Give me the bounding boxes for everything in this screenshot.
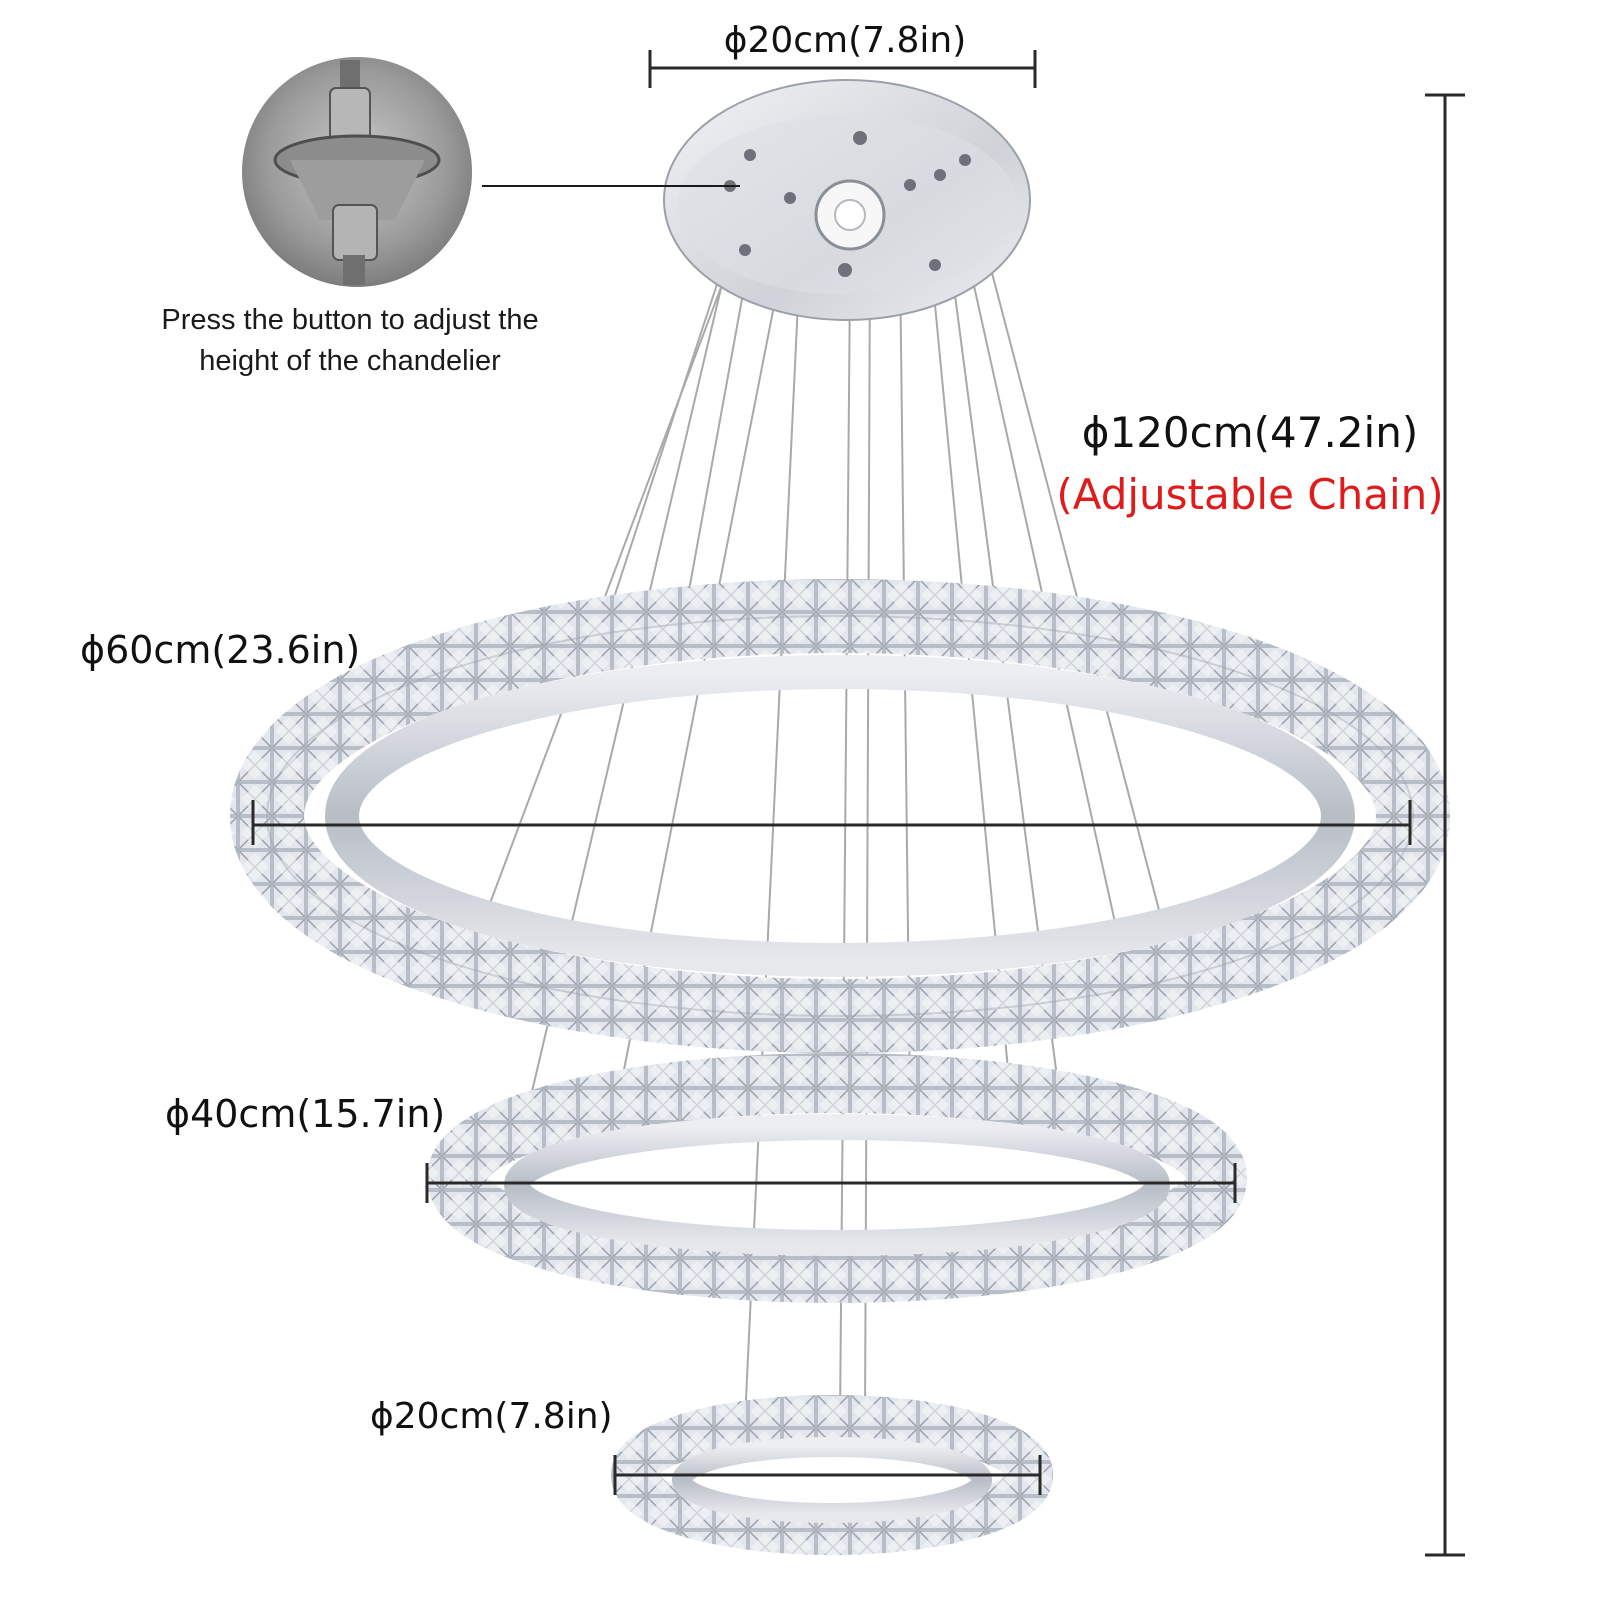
large-ring-diameter-label: ϕ60cm(23.6in) bbox=[80, 628, 361, 672]
canopy-diameter-label: ϕ20cm(7.8in) bbox=[723, 20, 967, 61]
ring-large bbox=[230, 579, 1450, 1053]
caption-line-2: height of the chandelier bbox=[199, 345, 501, 377]
small-ring-diameter-label: ϕ20cm(7.8in) bbox=[370, 1396, 613, 1437]
adjuster-caption: Press the button to adjust the height of… bbox=[130, 300, 570, 382]
ceiling-canopy bbox=[663, 79, 1031, 321]
adjuster-detail-callout bbox=[242, 57, 740, 287]
ring-medium bbox=[427, 1053, 1247, 1303]
dimension-lines bbox=[251, 50, 1465, 1557]
caption-line-1: Press the button to adjust the bbox=[161, 304, 539, 336]
adjustable-chain-note: (Adjustable Chain) bbox=[1056, 470, 1444, 519]
medium-ring-diameter-label: ϕ40cm(15.7in) bbox=[165, 1092, 446, 1136]
total-height-label: ϕ120cm(47.2in) bbox=[1081, 408, 1419, 457]
